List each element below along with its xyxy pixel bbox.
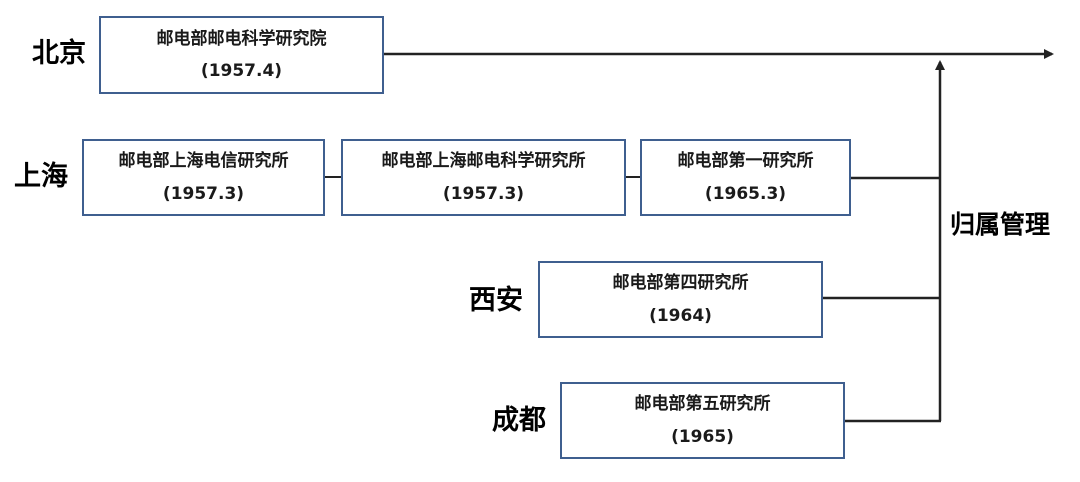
institute-date: (1965.3)	[704, 183, 787, 204]
institute-name: 邮电部邮电科学研究院	[156, 28, 327, 49]
institute-date: (1964)	[649, 305, 712, 326]
institute-name: 邮电部上海电信研究所	[118, 151, 289, 172]
city-label-chengdu: 成都	[492, 405, 546, 436]
city-label-beijing: 北京	[32, 38, 86, 69]
institute-date: (1965)	[671, 426, 734, 447]
institute-date: (1957.3)	[162, 183, 245, 204]
institute-name: 邮电部第一研究所	[677, 151, 814, 172]
institute-box-first-institute: 邮电部第一研究所 (1965.3)	[640, 139, 851, 216]
institute-box-fifth-institute: 邮电部第五研究所 (1965)	[560, 382, 845, 459]
institute-name: 邮电部第五研究所	[634, 394, 771, 415]
institute-box-fourth-institute: 邮电部第四研究所 (1964)	[538, 261, 823, 338]
institute-box-beijing-academy: 邮电部邮电科学研究院 (1957.4)	[99, 16, 384, 94]
city-label-xian: 西安	[469, 285, 523, 316]
institute-box-shanghai-telecom: 邮电部上海电信研究所 (1957.3)	[82, 139, 325, 216]
city-label-shanghai: 上海	[14, 161, 68, 192]
management-label: 归属管理	[950, 210, 1051, 239]
institute-name: 邮电部上海邮电科学研究所	[381, 151, 586, 172]
institute-date: (1957.4)	[200, 61, 283, 81]
institute-box-shanghai-post: 邮电部上海邮电科学研究所 (1957.3)	[341, 139, 626, 216]
institute-name: 邮电部第四研究所	[612, 273, 749, 294]
institute-date: (1957.3)	[442, 183, 525, 204]
